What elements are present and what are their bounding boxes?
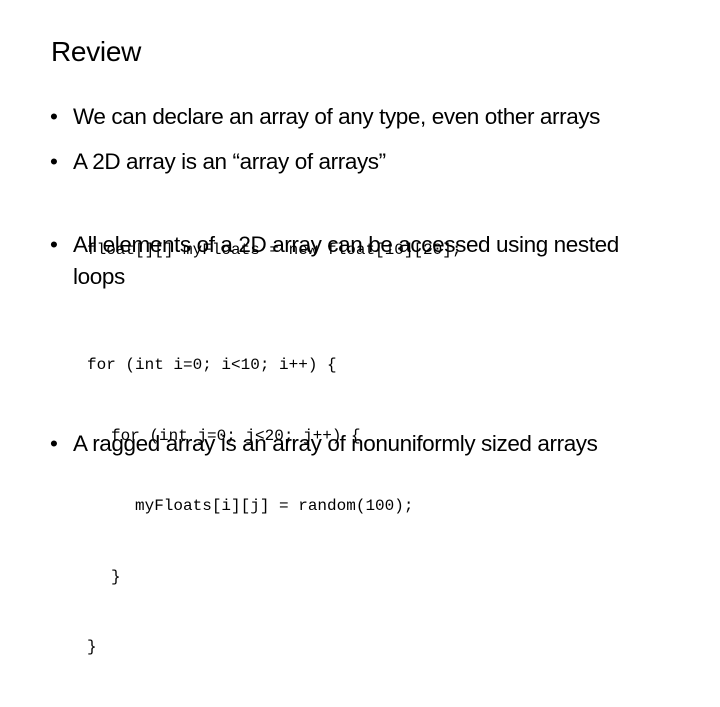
code-line: myFloats[i][j] = random(100);: [135, 497, 414, 515]
code-line: float[][] myFloats = new float[10][20];: [87, 241, 462, 259]
code-line: for (int j=0; j<20; j++) {: [111, 426, 361, 445]
bullet-dot: •: [50, 104, 58, 129]
bullet-dot: •: [50, 149, 58, 174]
code-line: }: [87, 638, 97, 656]
bullet-dot: •: [50, 431, 58, 456]
bullet-item: • We can declare an array of any type, e…: [50, 101, 673, 133]
slide-title: Review: [51, 36, 142, 67]
bullet-text: A 2D array is an “array of arrays”: [73, 149, 386, 174]
code-block: float[][] myFloats = new float[10][20];: [87, 192, 461, 310]
bullet-text: A ragged array is an array of nonuniform…: [73, 431, 598, 456]
slide: Review • We can declare an array of any …: [50, 36, 673, 656]
bullet-item: • A 2D array is an “array of arrays”: [50, 146, 673, 178]
bullet-text: We can declare an array of any type, eve…: [73, 104, 601, 129]
code-line: }: [111, 567, 121, 586]
bullet-item: • A ragged array is an array of nonunifo…: [50, 428, 673, 460]
bullet-text: All elements of a 2D array can be access…: [73, 232, 619, 289]
code-line: for (int i=0; i<10; i++) {: [87, 356, 337, 374]
bullet-dot: •: [50, 232, 58, 257]
code-block: for (int i=0; i<10; i++) { for (int j=0;…: [87, 307, 413, 707]
bullet-item: • All elements of a 2D array can be acce…: [50, 229, 673, 293]
